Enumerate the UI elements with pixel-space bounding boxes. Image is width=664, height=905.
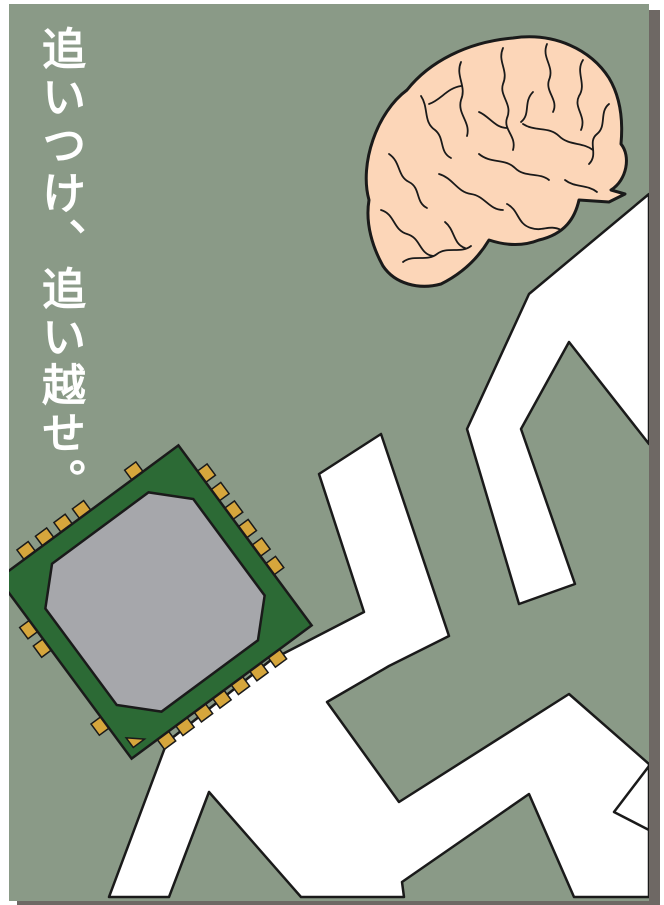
chip-die: [44, 491, 266, 713]
figure-leg-fragment: [612, 764, 649, 832]
microchip-icon: [9, 443, 314, 761]
poster-artwork: [9, 4, 649, 901]
poster-title: 追いつけ、追い越せ。: [34, 26, 85, 506]
chip-pins: [15, 460, 288, 751]
chalk-outline-figure: [107, 192, 649, 899]
brain-icon: [364, 35, 628, 288]
poster: 追いつけ、追い越せ。: [9, 4, 649, 901]
figure-upper-arm: [465, 192, 649, 606]
figure-body: [107, 432, 649, 899]
chip-orientation-mark: [124, 736, 147, 749]
